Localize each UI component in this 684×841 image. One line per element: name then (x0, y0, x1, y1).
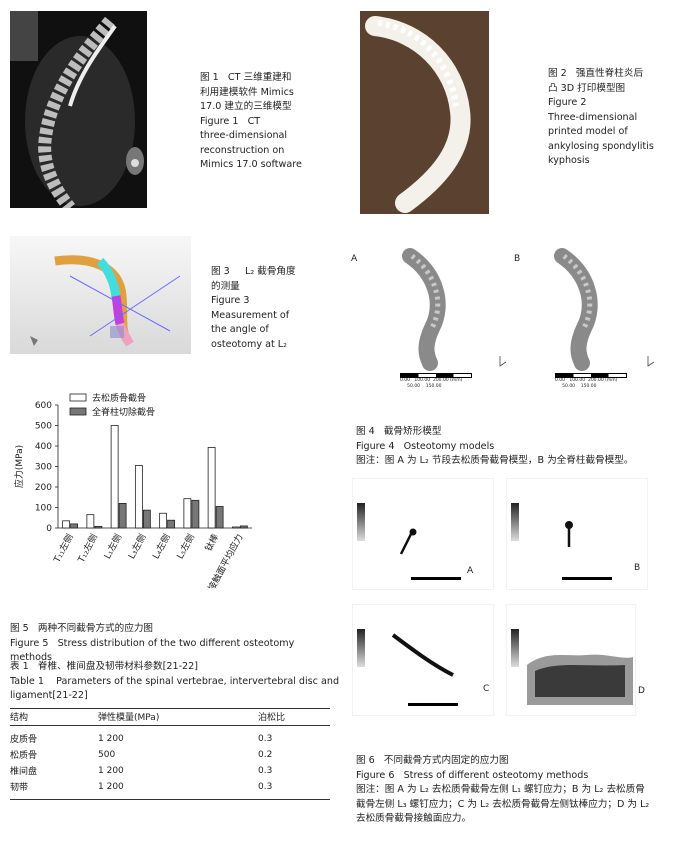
y-tick-label: 500 (35, 422, 52, 432)
figure-1-ct-image (10, 11, 147, 208)
table-1: 表 1 脊椎、椎间盘及韧带材料参数[21-22] Table 1 Paramet… (10, 660, 340, 800)
x-tick-label: 钛棒 (202, 532, 221, 554)
bar (215, 506, 224, 529)
x-tick-label: L₄左侧 (150, 532, 173, 561)
bar (183, 498, 192, 529)
x-tick-label: L₅左侧 (174, 532, 197, 561)
table-header-cell: 泊松比 (258, 713, 286, 723)
table-cell: 韧带 (10, 783, 29, 793)
table-cell: 椎间盘 (10, 767, 38, 777)
table-cell: 0.2 (258, 749, 273, 760)
table-cell: 1 200 (98, 733, 124, 744)
x-tick-label: T₁₁左侧 (50, 532, 75, 566)
bar (142, 509, 151, 529)
table-row: 松质骨 500 0.2 (10, 747, 330, 763)
bar (239, 525, 248, 529)
y-tick-label: 400 (35, 442, 52, 452)
y-tick-label: 0 (46, 524, 52, 534)
y-tick-label: 300 (35, 463, 52, 473)
figure-6-panel-a-label: A (467, 566, 474, 576)
table-cell: 500 (98, 749, 116, 760)
bar (159, 512, 168, 529)
legend-swatch (69, 407, 87, 416)
y-tick-label: 600 (35, 401, 52, 411)
figure-4-scale-b: 0.00 100.00 200.00 (mm) 50.00 150.00 (555, 373, 627, 390)
y-tick-label: 200 (35, 483, 52, 493)
table-cell: 0.3 (258, 733, 273, 744)
y-tick-label: 100 (35, 504, 52, 514)
figure-4-scale-a: 0.00 100.00 200.00 (mm) 50.00 150.00 (400, 373, 472, 390)
ct-spine-graphic (10, 11, 147, 208)
fea-rod-graphic (357, 629, 458, 706)
table-cell: 0.3 (258, 765, 273, 776)
table-cell: 皮质骨 (10, 735, 38, 745)
figure-4-model-b (540, 248, 680, 383)
fea-screw-a-graphic (357, 503, 461, 580)
bar (207, 447, 216, 529)
table-cell: 1 200 (98, 781, 124, 792)
legend-swatch (69, 393, 87, 402)
x-tick-label: L₁左侧 (101, 532, 124, 561)
colored-spine-graphic (30, 255, 181, 347)
legend-label: 去松质骨截骨 (92, 392, 146, 404)
figure-6-panel-a (352, 478, 494, 590)
spine-model-a-graphic (402, 248, 507, 371)
table-1-grid: 结构 弹性模量(MPa) 泊松比 皮质骨 1 200 0.3 松质骨 500 0.2 椎… (10, 709, 330, 795)
figure-3-image (10, 236, 191, 354)
table-header-cell: 弹性模量(MPa) (98, 713, 160, 723)
figure-4-model-a (380, 248, 530, 383)
fea-screw-b-graphic (511, 503, 612, 580)
table-1-title-cn: 表 1 脊椎、椎间盘及韧带材料参数[21-22] (10, 661, 198, 672)
bar (191, 499, 200, 529)
table-row: 皮质骨 1 200 0.3 (10, 731, 330, 747)
spine-model-b-graphic (554, 248, 655, 371)
bar (86, 514, 95, 529)
bar (167, 519, 176, 529)
printed-spine-model-graphic (360, 11, 489, 214)
table-cell: 0.3 (258, 781, 273, 792)
figure-6-panel-c (352, 604, 494, 716)
figure-2-photo (360, 11, 489, 214)
bar (70, 523, 79, 529)
y-axis-label: 应力(MPa) (13, 445, 25, 488)
figure-6-panel-b (506, 478, 648, 590)
bar (110, 425, 119, 529)
table-header-cell: 结构 (10, 713, 29, 723)
table-cell: 松质骨 (10, 751, 38, 761)
figure-6-panel-d (506, 604, 636, 716)
bar (134, 465, 143, 529)
table-row: 椎间盘 1 200 0.3 (10, 763, 330, 779)
figure-6-panel-c-label: C (483, 684, 490, 694)
table-row: 韧带 1 200 0.3 (10, 779, 330, 795)
bar (118, 503, 127, 529)
x-tick-label: L₃左侧 (125, 532, 148, 561)
bar (94, 525, 103, 529)
table-1-title-en: Table 1 Parameters of the spinal vertebr… (10, 675, 340, 702)
fea-contact-surface-graphic (511, 629, 633, 705)
table-cell: 1 200 (98, 765, 124, 776)
bar (62, 520, 71, 529)
legend-label: 全脊柱切除截骨 (92, 406, 155, 418)
table-header-row: 结构 弹性模量(MPa) 泊松比 (10, 709, 330, 725)
figure-4-panel-a-label: A (351, 254, 358, 264)
figure-4-panel-b-label: B (514, 254, 521, 264)
x-tick-label: 截骨接触面平均应力 (197, 532, 246, 588)
bar (231, 526, 240, 529)
figure-6-panel-b-label: B (634, 563, 641, 573)
x-tick-label: T₁₂左侧 (75, 532, 100, 566)
figure-6-panel-d-label: D (638, 686, 645, 696)
